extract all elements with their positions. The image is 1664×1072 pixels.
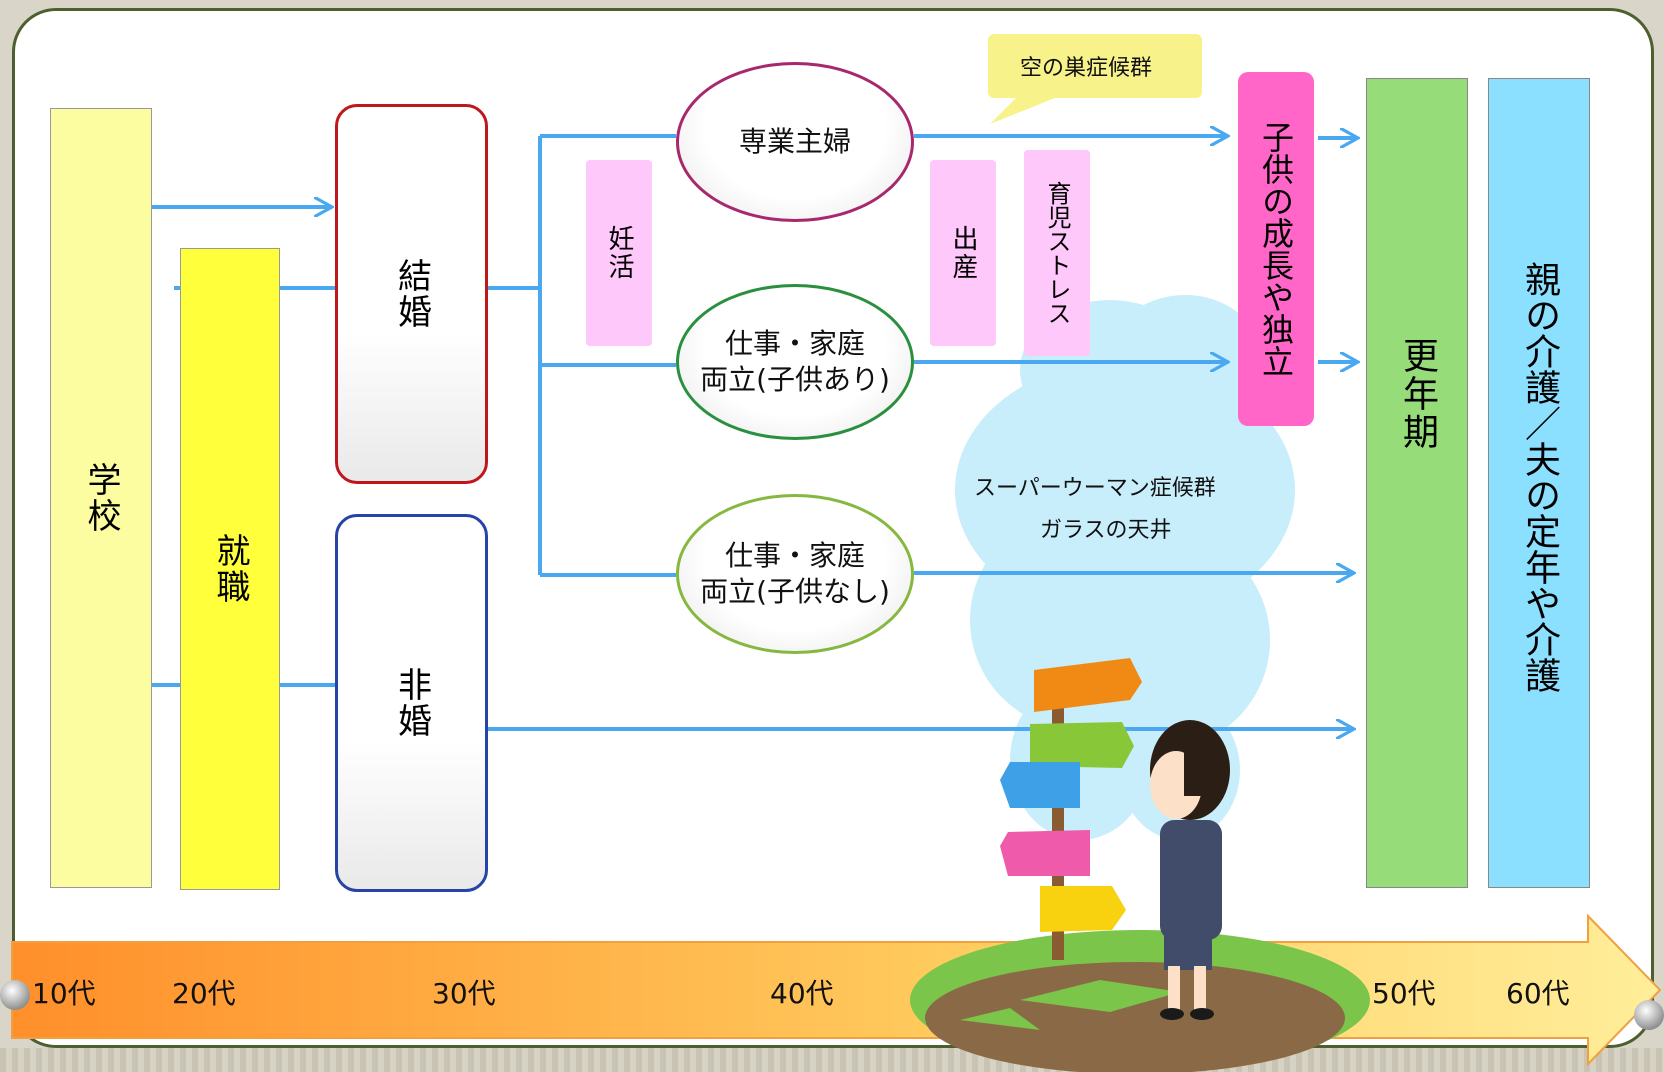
marriage-node: 結婚 — [335, 104, 488, 484]
birth-label: 出産 — [948, 225, 978, 281]
employment-label: 就職 — [210, 533, 250, 605]
school-label: 学校 — [81, 462, 121, 534]
decade-50s: 50代 — [1372, 977, 1436, 1010]
decade-30s: 30代 — [432, 977, 496, 1010]
work-family-kids-node: 仕事・家庭 両立(子供あり) — [676, 284, 914, 440]
glass-ceiling-note: ガラスの天井 — [1040, 518, 1172, 543]
ground-island — [910, 930, 1370, 1072]
marriage-label: 結婚 — [391, 258, 432, 330]
bottom-border-strip — [0, 1048, 1664, 1072]
parents-care-label: 親の介護／夫の定年や介護 — [1519, 261, 1560, 693]
menopause-label: 更年期 — [1397, 337, 1438, 451]
work-family-nokids-line2: 両立(子供なし) — [700, 575, 890, 608]
decade-60s: 60代 — [1506, 977, 1570, 1010]
signpost-illustration — [1000, 658, 1142, 960]
children-grow-bar: 子供の成長や独立 — [1238, 72, 1314, 426]
superwoman-note: スーパーウーマン症候群 — [974, 476, 1216, 501]
fertility-label: 妊活 — [604, 225, 634, 281]
menopause-bar: 更年期 — [1366, 78, 1468, 888]
decade-10s: 10代 — [32, 977, 96, 1010]
unmarried-node: 非婚 — [335, 514, 488, 892]
speech-bubble — [988, 34, 1202, 124]
corner-bolt — [0, 980, 30, 1010]
birth-bar: 出産 — [930, 160, 996, 346]
work-family-nokids-node: 仕事・家庭 両立(子供なし) — [676, 494, 914, 654]
decade-20s: 20代 — [172, 977, 236, 1010]
employment-bar: 就職 — [180, 248, 280, 890]
work-family-kids-line2: 両立(子供あり) — [700, 363, 890, 396]
corner-bolt — [1634, 1000, 1664, 1030]
childcare-stress-label: 育児ストレス — [1043, 181, 1071, 325]
school-bar: 学校 — [50, 108, 152, 888]
unmarried-label: 非婚 — [391, 667, 432, 739]
decade-40s: 40代 — [770, 977, 834, 1010]
children-grow-label: 子供の成長や独立 — [1257, 121, 1295, 377]
empty-nest-note: 空の巣症候群 — [1020, 56, 1153, 81]
work-family-kids-line1: 仕事・家庭 — [724, 327, 865, 360]
work-family-nokids-line1: 仕事・家庭 — [724, 539, 865, 572]
parents-care-bar: 親の介護／夫の定年や介護 — [1488, 78, 1590, 888]
housewife-node: 専業主婦 — [676, 62, 914, 222]
childcare-stress-bar: 育児ストレス — [1024, 150, 1090, 356]
woman-illustration — [1150, 720, 1230, 1020]
housewife-label: 専業主婦 — [738, 125, 851, 158]
fertility-bar: 妊活 — [586, 160, 652, 346]
